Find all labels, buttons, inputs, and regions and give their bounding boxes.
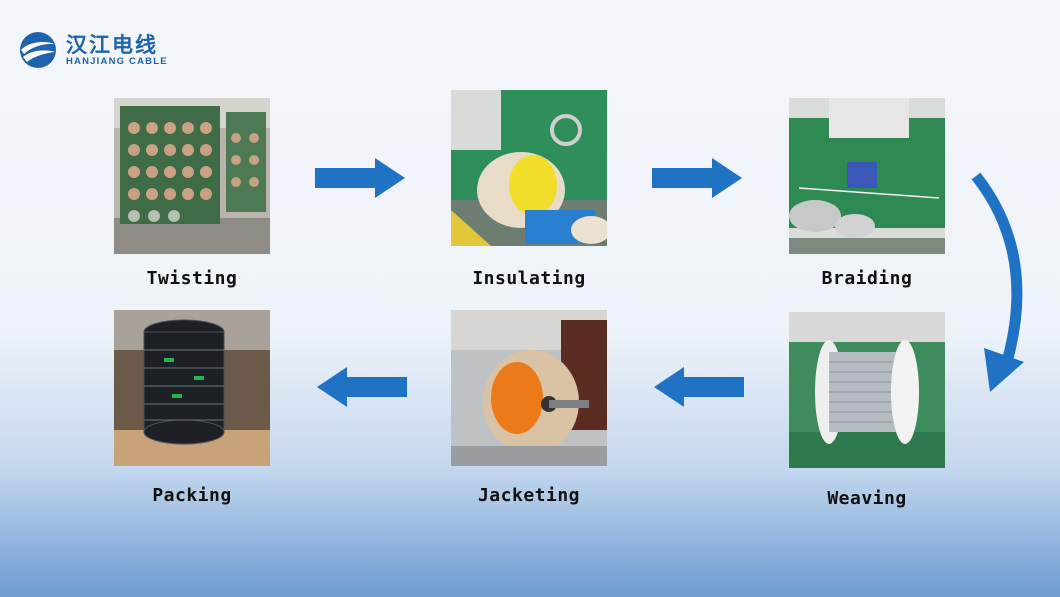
brand-logo: 汉江电线 HANJIANG CABLE — [18, 30, 168, 70]
jacketing-reel-photo — [451, 310, 607, 466]
flow-arrow-left-1 — [654, 367, 744, 407]
flow-arrow-right-2 — [652, 158, 742, 198]
step-label-packing: Packing — [152, 485, 232, 506]
flow-arrow-right-1 — [315, 158, 405, 198]
brand-name-cn: 汉江电线 — [66, 32, 158, 57]
step-label-braiding: Braiding — [821, 268, 913, 289]
insulating-machine-photo — [451, 90, 607, 246]
step-label-insulating: Insulating — [472, 268, 586, 289]
step-label-jacketing: Jacketing — [477, 485, 581, 506]
weaving-spool-photo — [789, 312, 945, 468]
braiding-machine-photo — [789, 98, 945, 254]
step-label-weaving: Weaving — [827, 488, 907, 509]
brand-name-en: HANJIANG CABLE — [66, 55, 168, 67]
flow-arrow-left-2 — [317, 367, 407, 407]
step-label-twisting: Twisting — [146, 268, 238, 289]
packed-coils-photo — [114, 310, 270, 466]
twisting-machine-photo — [114, 98, 270, 254]
flow-arrow-curved-down — [971, 172, 1024, 392]
globe-swoosh-icon — [20, 32, 56, 68]
